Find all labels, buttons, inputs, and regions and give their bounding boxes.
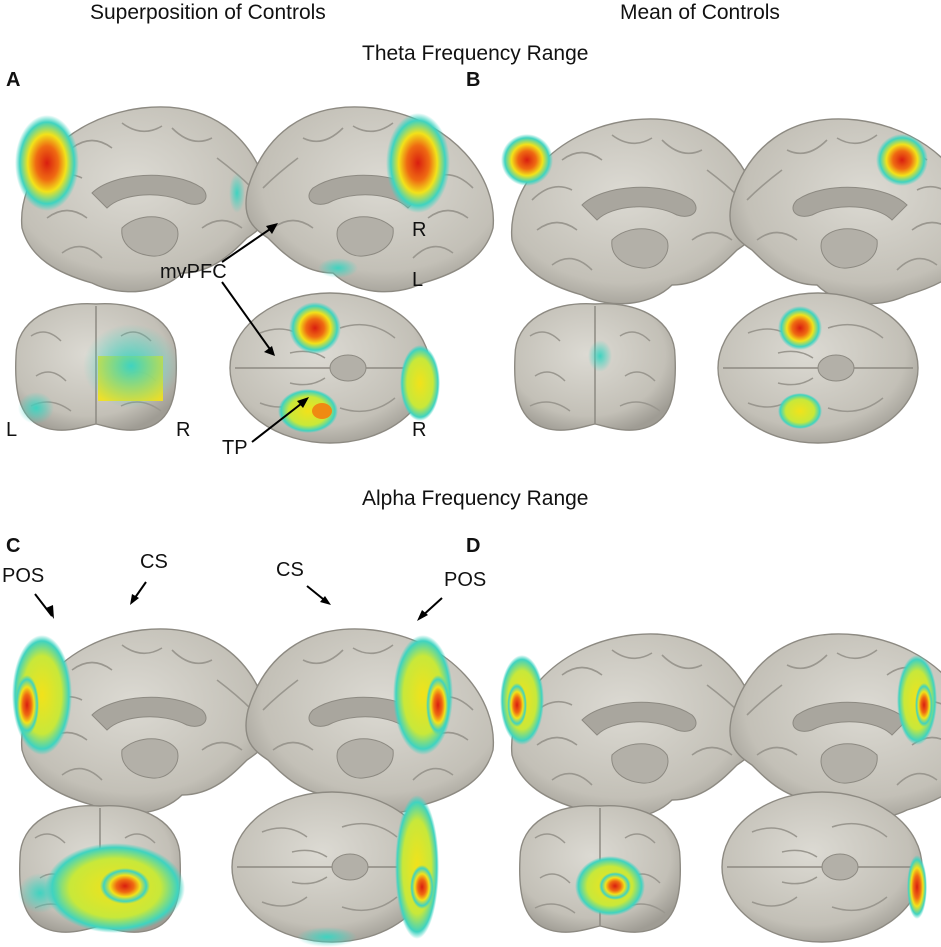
label-cs-left: CS	[140, 551, 168, 573]
brain-c-ventral	[231, 791, 439, 947]
panel-label-a: A	[6, 69, 21, 91]
row-header-theta: Theta Frequency Range	[362, 42, 589, 65]
brain-b-medial-right	[730, 119, 941, 304]
label-cs-right: CS	[276, 559, 304, 581]
brain-d-medial-right	[730, 634, 941, 819]
label-tp: TP	[222, 437, 248, 459]
orient-l-ventral: L	[412, 269, 424, 291]
panel-label-c: C	[6, 535, 21, 557]
brain-c-posterior	[18, 804, 185, 933]
brain-d-posterior	[518, 804, 682, 933]
brain-b-ventral	[717, 292, 919, 444]
brain-c-medial-left	[12, 628, 270, 815]
label-pos-right: POS	[444, 569, 487, 591]
panel-label-b: B	[466, 69, 481, 91]
brain-a-posterior	[14, 302, 179, 431]
brain-c-medial-right	[246, 629, 493, 814]
orient-r-ventral: R	[412, 419, 427, 441]
col-header-mean: Mean of Controls	[620, 1, 780, 24]
label-mvpfc: mvPFC	[160, 261, 227, 283]
brain-d-ventral	[721, 791, 927, 943]
panel-label-d: D	[466, 535, 481, 557]
brain-b-posterior	[513, 302, 677, 431]
brain-b-medial-left	[501, 118, 760, 305]
brain-d-medial-left	[500, 633, 760, 820]
brain-a-medial-right	[246, 107, 493, 292]
label-pos-left: POS	[2, 565, 45, 587]
brain-a-medial-left	[15, 106, 270, 293]
orient-r-posterior: R	[176, 419, 191, 441]
brain-a-ventral	[229, 292, 440, 444]
orient-r-medial: R	[412, 219, 427, 241]
annotation-arrows	[34, 223, 443, 621]
col-header-superposition: Superposition of Controls	[90, 1, 326, 24]
row-header-alpha: Alpha Frequency Range	[362, 487, 589, 510]
orient-l-posterior: L	[6, 419, 18, 441]
